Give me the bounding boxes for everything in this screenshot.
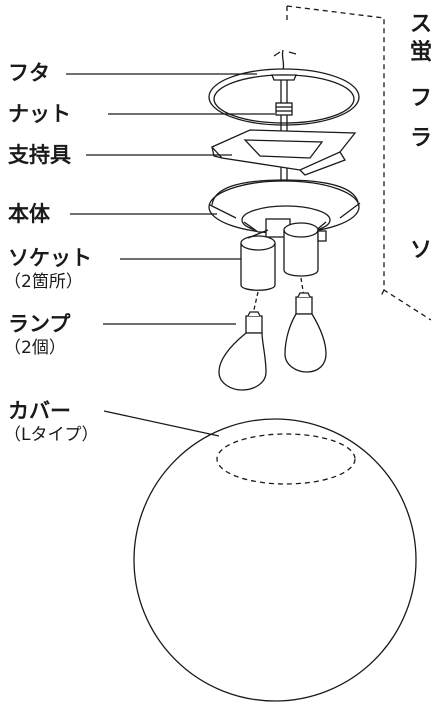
label-socket: ソケット xyxy=(8,246,92,270)
label-cover: カバー xyxy=(8,399,71,423)
label-nut: ナット xyxy=(8,102,71,126)
support-bracket xyxy=(210,129,357,176)
edge-text-1: ス xyxy=(410,12,431,37)
edge-text-3: フ xyxy=(410,86,431,111)
hanging-cord xyxy=(281,49,285,71)
label-lamp: ランプ xyxy=(8,312,71,336)
lamp-left xyxy=(218,311,267,391)
socket-right xyxy=(283,222,327,277)
socket-left xyxy=(240,229,276,291)
leader-cover xyxy=(103,410,220,437)
lamp-right xyxy=(284,292,327,373)
label-body: 本体 xyxy=(8,202,50,226)
cover-globe xyxy=(133,418,417,702)
edge-text-4: ラ xyxy=(410,126,431,151)
label-cover-type: （Lタイプ） xyxy=(4,425,99,445)
nut xyxy=(275,102,293,116)
edge-text-2: 蛍 xyxy=(410,40,431,65)
label-socket-count: （2箇所） xyxy=(4,272,83,292)
canopy-lid xyxy=(208,68,360,126)
label-support: 支持具 xyxy=(8,143,71,167)
edge-text-5: ソ xyxy=(410,238,431,263)
label-futa: フタ xyxy=(8,61,50,85)
callout-dashed-frame xyxy=(286,5,431,321)
label-lamp-count: （2個） xyxy=(4,338,66,358)
